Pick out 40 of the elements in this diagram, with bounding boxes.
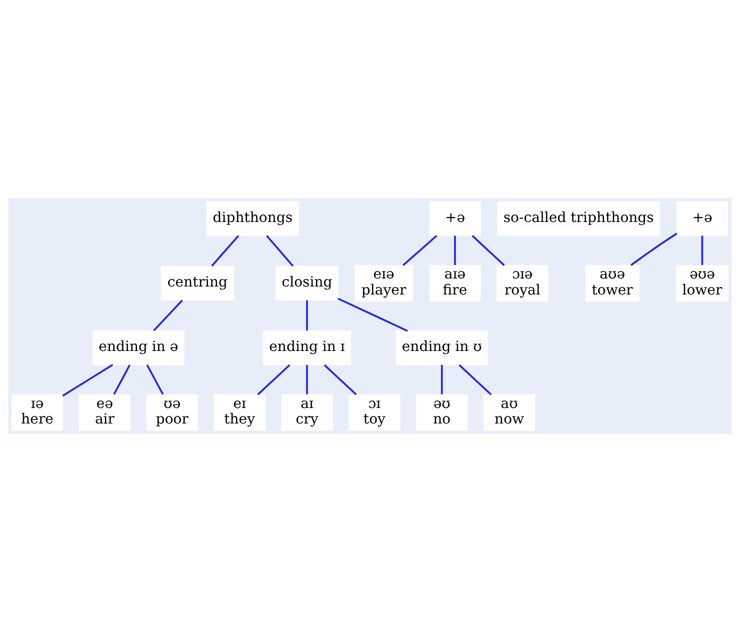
node-box: eə air <box>78 394 130 430</box>
connector <box>324 364 357 395</box>
connector <box>338 297 408 332</box>
node-box: ɔɪə royal <box>496 264 548 301</box>
connector <box>306 364 308 394</box>
connector <box>153 299 183 331</box>
node-box: ɪə here <box>12 394 64 430</box>
node-box: aɪə fire <box>429 264 481 301</box>
node-box: eɪə player <box>354 264 413 301</box>
connector <box>113 364 131 394</box>
connector <box>440 364 443 394</box>
connector <box>630 232 678 266</box>
node-box: ending in ʊ <box>396 330 488 365</box>
node-box: ending in ə <box>92 330 184 365</box>
node-box: əʊə lower <box>676 264 728 301</box>
node-box: diphthongs <box>206 200 300 236</box>
node-box: aʊ now <box>484 394 536 430</box>
node-box: +ə <box>676 200 728 236</box>
node-box: ending in ɪ <box>263 330 352 365</box>
node-box: eɪ they <box>214 394 266 430</box>
node-box: ʊə poor <box>146 394 198 430</box>
connector <box>458 364 492 395</box>
connector <box>701 235 704 265</box>
label: so-called triphthongs <box>503 209 654 226</box>
connector <box>472 234 505 266</box>
connector <box>211 234 240 266</box>
connector <box>306 300 308 330</box>
node-box: əʊ no <box>416 394 468 430</box>
connector <box>257 364 290 395</box>
connector <box>266 234 294 266</box>
node-box: ɔɪ toy <box>348 394 400 430</box>
connector <box>146 364 164 394</box>
node-box: aʊə tower <box>585 264 640 301</box>
node-box: centring <box>160 265 234 300</box>
node-box: closing <box>276 265 338 300</box>
connector <box>402 234 438 266</box>
connector <box>454 235 456 265</box>
connector <box>62 363 114 396</box>
node-box: +ə <box>429 200 481 236</box>
node-box: aɪ cry <box>281 394 333 430</box>
